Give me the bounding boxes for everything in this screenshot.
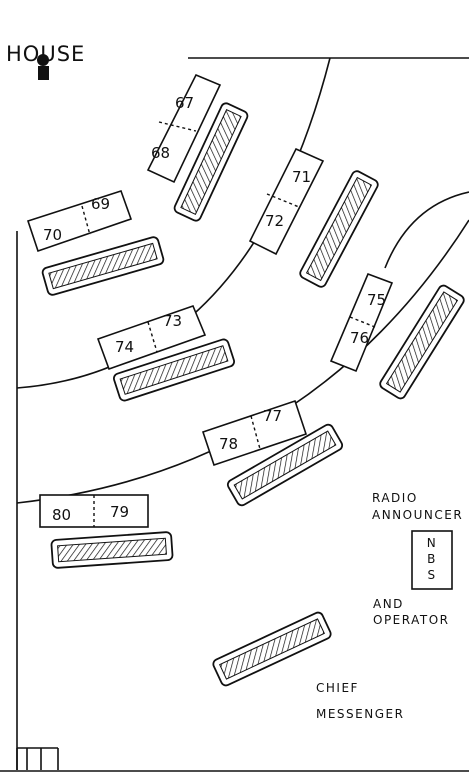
messenger-label-line2: MESSENGER: [316, 707, 404, 721]
seat-strip-75-76: [329, 272, 394, 373]
seat-strip-73-74: [96, 304, 207, 371]
seat-divider-67-68: [158, 121, 197, 132]
seat-numbers: 67 68 69 70 71 72 73 74 75 76 77 78 79 8…: [43, 94, 386, 524]
desk-1: [173, 102, 249, 222]
seat-number-74: 74: [115, 338, 134, 356]
microphone-icon: [37, 54, 49, 66]
seat-number-71: 71: [292, 168, 311, 186]
seat-number-70: 70: [43, 226, 62, 244]
radio-booth: N B S: [411, 530, 453, 590]
aisle-arc-rostrum: [384, 191, 469, 269]
seat-number-78: 78: [219, 435, 238, 453]
desk-5: [379, 284, 465, 400]
podium-icon: [38, 66, 49, 80]
desk-2: [41, 236, 165, 296]
seat-number-77: 77: [263, 407, 282, 425]
nbs-booth-box: [411, 530, 453, 590]
seat-number-67: 67: [175, 94, 194, 112]
desk-7: [50, 531, 174, 569]
seat-number-72: 72: [265, 212, 284, 230]
seat-strip-77-78: [201, 399, 308, 467]
seat-number-68: 68: [151, 144, 170, 162]
seat-divider-75-76: [349, 316, 376, 328]
operator-label-line2: OPERATOR: [373, 613, 450, 627]
seat-number-73: 73: [163, 312, 182, 330]
seat-strip-69-70: [26, 190, 133, 253]
messenger-label-line1: CHIEF: [316, 681, 359, 695]
desk-8: [212, 611, 332, 687]
desks: [41, 102, 465, 687]
operator-label-line1: AND: [373, 597, 404, 611]
room-walls: [0, 57, 469, 772]
desk-4: [113, 338, 235, 402]
floor-steps: [16, 747, 59, 770]
seat-number-76: 76: [350, 329, 369, 347]
booth-letter-b: B: [427, 552, 437, 566]
booth-letter-n: N: [427, 536, 437, 550]
seat-strips: [26, 73, 394, 528]
desk-3: [299, 170, 379, 288]
seat-number-69: 69: [91, 195, 110, 213]
booth-letter-s: S: [427, 568, 436, 582]
seat-number-79: 79: [110, 503, 129, 521]
seat-divider-73-74: [147, 321, 158, 353]
desk-6: [226, 423, 344, 507]
radio-label-line2: ANNOUNCER: [372, 508, 463, 522]
aisle-arc-inner: [16, 57, 331, 389]
seat-divider-69-70: [81, 205, 91, 236]
radio-label-line1: RADIO: [372, 491, 418, 505]
seat-number-80: 80: [52, 506, 71, 524]
seat-number-75: 75: [367, 291, 386, 309]
